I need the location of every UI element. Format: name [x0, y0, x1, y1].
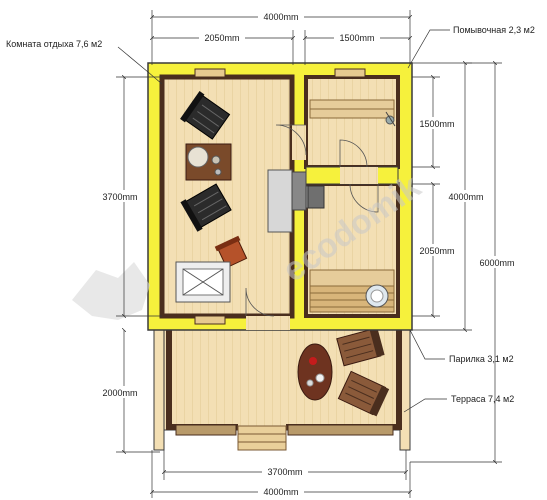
window-rest	[194, 68, 226, 78]
room-labels: Комната отдыха 7,6 м2 Помывочная 2,3 м2 …	[6, 25, 535, 404]
dimension-labels: 4000mm 2050mm 1500mm 3700mm 2000mm 1500m…	[97, 10, 520, 497]
dim-total-width-top: 4000mm	[263, 12, 298, 22]
entrance-steps	[237, 425, 287, 451]
plate-rest	[187, 146, 209, 168]
door-gap-wash	[292, 125, 306, 160]
dim-house-depth-right: 4000mm	[448, 192, 483, 202]
label-steam-room: Парилка 3,1 м2	[449, 354, 514, 364]
heater	[307, 185, 325, 209]
bench-lower	[309, 269, 395, 287]
terrace	[153, 327, 411, 451]
dim-wash-width: 1500mm	[339, 33, 374, 43]
door-swings	[245, 124, 379, 317]
inner-floor-wash	[305, 76, 399, 168]
terrace-dish-red	[309, 357, 317, 365]
label-wash-room: Помывочная 2,3 м2	[453, 25, 535, 35]
dim-house-depth-left: 3700mm	[102, 192, 137, 202]
window-rest-bottom	[194, 315, 226, 325]
dim-terrace-depth: 2000mm	[102, 388, 137, 398]
leader-lines	[117, 29, 450, 413]
dim-terrace-width: 3700mm	[267, 467, 302, 477]
wash-room-furniture	[309, 99, 396, 127]
window-wash	[334, 68, 366, 78]
dim-total-width-bottom: 4000mm	[263, 487, 298, 497]
leader-steam	[409, 329, 445, 360]
rest-room-furniture	[175, 91, 321, 303]
dim-steam-depth: 2050mm	[419, 246, 454, 256]
door-gap-steam	[340, 167, 378, 184]
steam-room-furniture	[307, 185, 395, 313]
windows	[194, 68, 366, 325]
leader-terrace	[403, 398, 447, 413]
label-rest-room: Комната отдыха 7,6 м2	[6, 39, 102, 49]
dim-wash-depth: 1500mm	[419, 119, 454, 129]
side-table	[175, 261, 231, 303]
terrace-rail-right	[396, 330, 402, 425]
armchair-2	[180, 183, 232, 232]
planter-right	[287, 424, 394, 436]
terrace-dish-small	[306, 379, 314, 387]
terrace-chair-bottom	[337, 370, 390, 417]
terrace-table	[297, 343, 333, 401]
terrace-rail-left	[166, 330, 172, 425]
dim-rest-width: 2050mm	[204, 33, 239, 43]
dim-total-depth: 6000mm	[479, 258, 514, 268]
cup-rest-2	[214, 168, 222, 176]
small-chair	[214, 235, 248, 269]
terrace-post-left	[153, 329, 165, 451]
armchair-1	[180, 91, 231, 140]
planter-left	[175, 424, 237, 436]
watermark-logo	[72, 262, 150, 320]
terrace-chair-top	[336, 327, 385, 367]
leader-wash	[407, 29, 450, 69]
cup-rest	[211, 155, 221, 165]
terrace-dish-white	[315, 373, 325, 383]
leader-rest	[117, 46, 163, 85]
label-terrace: Терраса 7,4 м2	[451, 394, 514, 404]
door-gap-bottom	[246, 316, 290, 330]
